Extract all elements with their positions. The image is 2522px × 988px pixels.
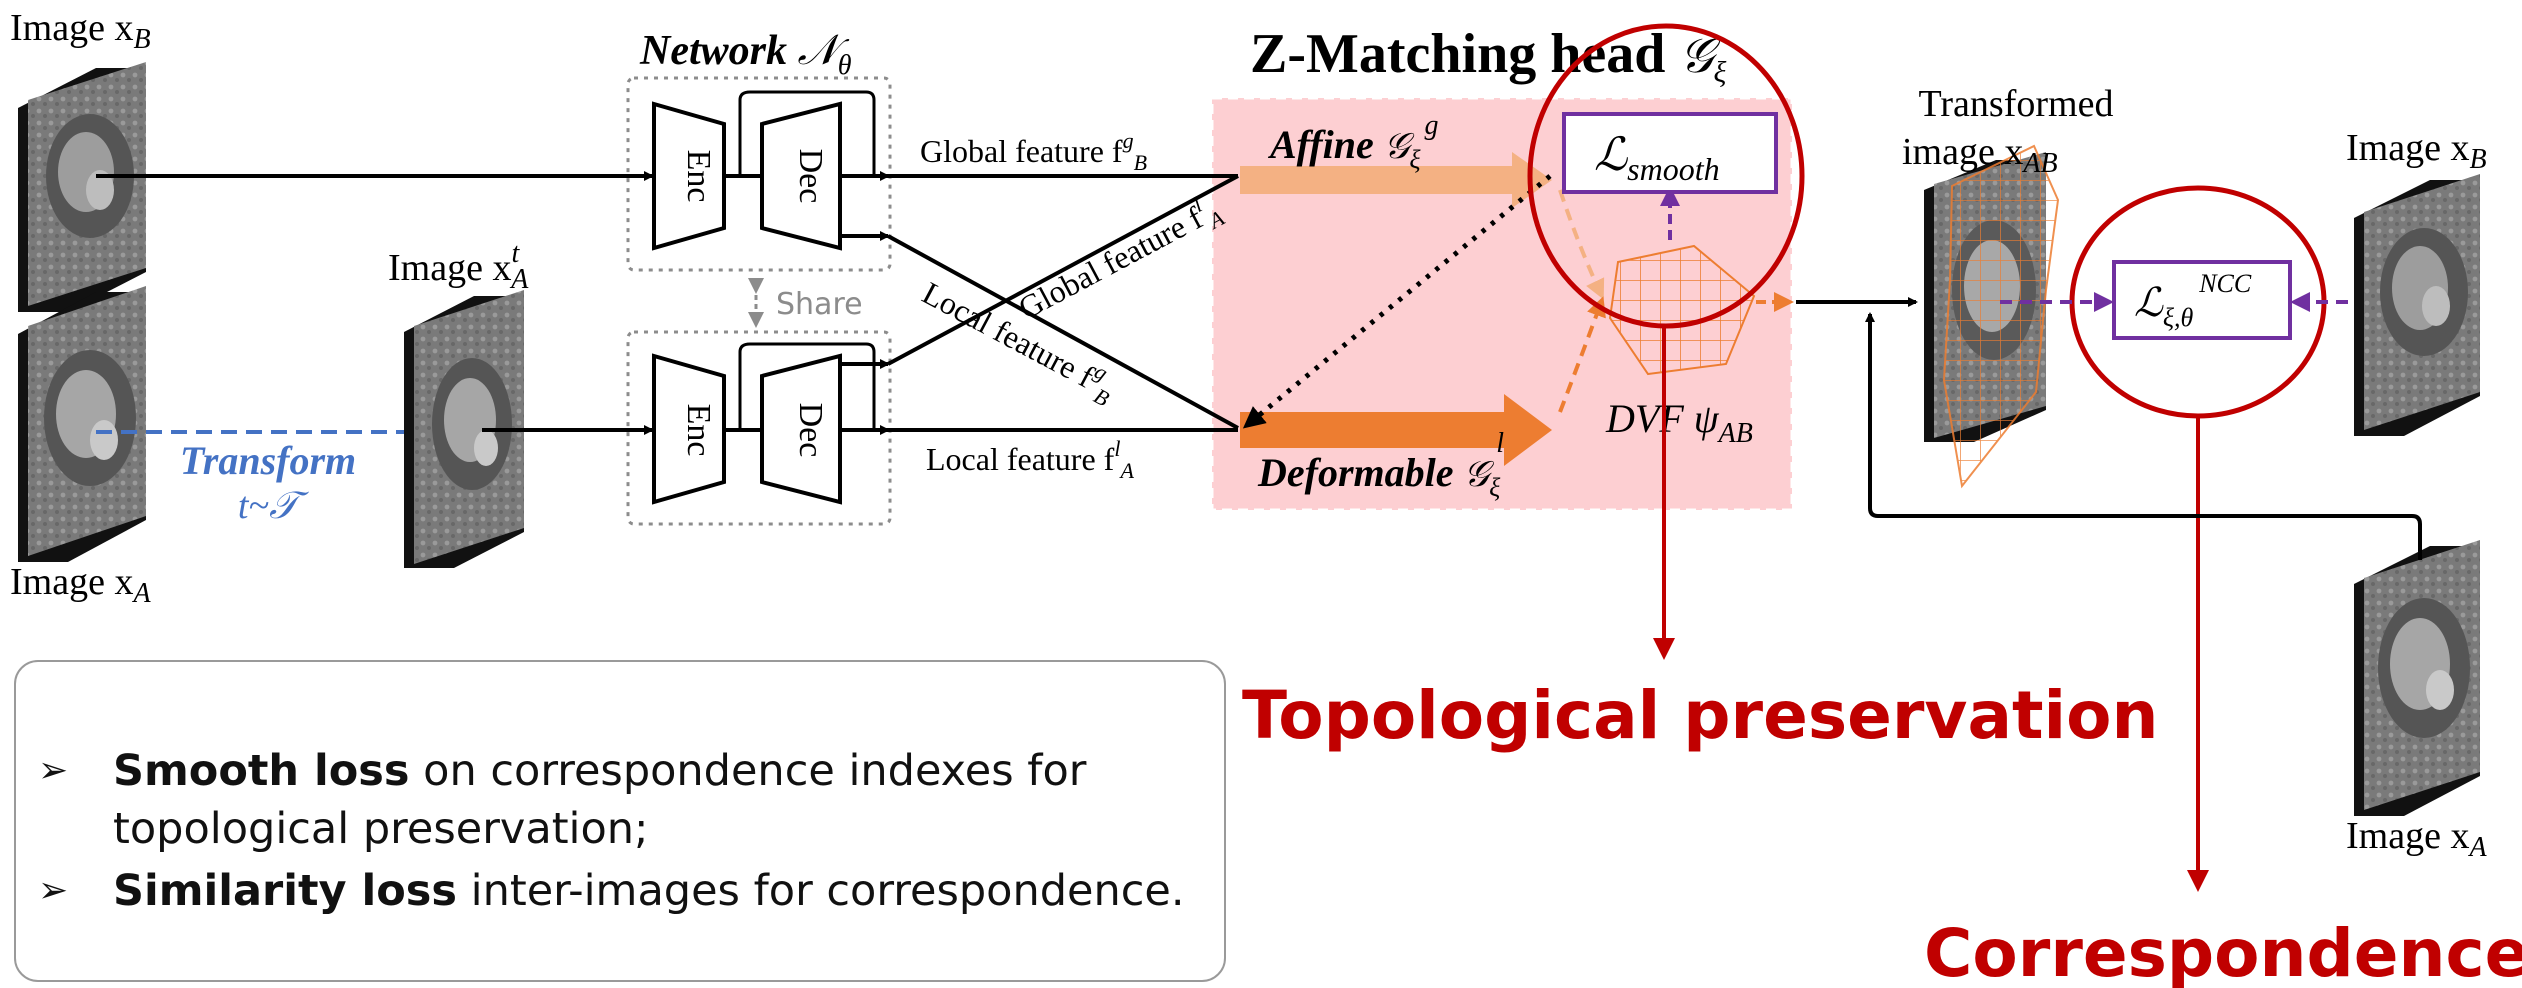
arrow-bullet-icon: ➢	[38, 750, 69, 791]
network-bottom-box	[626, 330, 892, 526]
legend-item-smooth-loss: ➢ Smooth loss on correspondence indexes f…	[38, 742, 1208, 858]
deformable-arrow	[1240, 394, 1552, 466]
global-feature-a-line	[887, 174, 1239, 366]
dotted-feedback-arrow	[1242, 174, 1552, 429]
network-top-box	[626, 76, 892, 272]
transformed-label-line1: Transformed	[1919, 83, 2114, 125]
ncc-loss-label: ℒξ,θNCC	[2134, 269, 2252, 332]
encoder-bottom	[652, 353, 726, 505]
image-xb-left	[18, 62, 146, 312]
decoder-top	[760, 101, 842, 251]
legend-item-similarity-loss-bold: Similarity loss	[113, 866, 457, 916]
deformable-to-dvf-arrow	[1558, 296, 1606, 413]
arrow-bullet-icon: ➢	[38, 870, 69, 911]
image-xa-left-label: Image xA	[10, 561, 151, 609]
global-feature-b-label: Global feature fgB	[920, 128, 1147, 175]
legend-list: ➢ Smooth loss on correspondence indexes f…	[38, 742, 1208, 924]
topological-label: Topological preservation	[1242, 677, 2159, 754]
decoder-top-label: Dec	[792, 149, 829, 204]
zhead-title: Z-Matching head 𝒢ξ	[1250, 23, 1727, 89]
dvf-label: DVF ψAB	[1605, 396, 1753, 449]
encoder-top	[652, 101, 726, 251]
dvf-grid	[1608, 244, 1756, 376]
ncc-loss-box	[2112, 260, 2292, 340]
legend-box: ➢ Smooth loss on correspondence indexes f…	[14, 660, 1226, 982]
encoder-bottom-label: Enc	[680, 404, 717, 457]
image-xta	[404, 290, 524, 568]
local-feature-b-line	[887, 234, 1239, 430]
skip-bottom	[738, 342, 876, 430]
correspondence-label: Correspondence	[1924, 915, 2522, 988]
global-feature-a-label: Global feature flA	[1010, 185, 1229, 331]
image-xb-right-label: Image xB	[2346, 127, 2487, 175]
decoder-bottom	[760, 353, 842, 505]
legend-item-similarity-loss-text: inter-images for correspondence.	[456, 866, 1185, 916]
affine-to-dvf-arrow	[1558, 189, 1605, 300]
affine-arrow	[1240, 152, 1552, 208]
xa-to-output-arrow	[1865, 312, 2422, 560]
decoder-bottom-label: Dec	[792, 403, 829, 458]
image-xb-left-label: Image xB	[10, 7, 151, 55]
legend-item-smooth-loss-bold: Smooth loss	[113, 746, 410, 796]
affine-label: Affine 𝒢ξg	[1267, 110, 1439, 174]
local-feature-a-label: Local feature flA	[926, 436, 1134, 483]
transform-label: Transform	[180, 438, 356, 483]
image-xa-left	[18, 286, 146, 562]
image-xa-right	[2354, 540, 2480, 816]
transform-sub: t~𝒯	[238, 485, 309, 527]
smooth-loss-box	[1562, 112, 1778, 194]
share-label: Share	[776, 287, 863, 322]
smooth-loss-label: ℒsmooth	[1594, 129, 1720, 187]
encoder-top-label: Enc	[680, 150, 717, 203]
image-xa-right-label: Image xA	[2346, 815, 2487, 863]
transformed-image	[1924, 144, 2060, 489]
transformed-label-line2: image xAB	[1902, 131, 2058, 179]
image-xb-right	[2354, 174, 2480, 436]
legend-item-smooth-loss-text: on correspondence indexes for topologica…	[113, 746, 1087, 854]
skip-top	[738, 90, 876, 176]
legend-item-similarity-loss: ➢ Similarity loss inter-images for corres…	[38, 862, 1208, 920]
network-title: Network 𝒩θ	[639, 28, 852, 81]
